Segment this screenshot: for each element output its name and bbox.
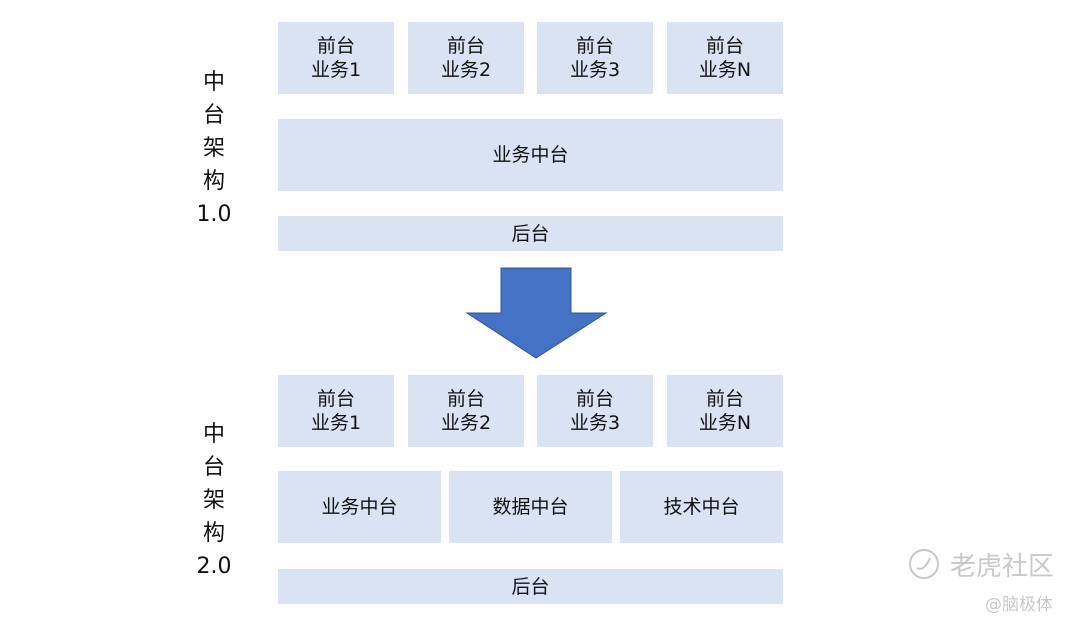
front-business-2: 前台业务2 xyxy=(408,375,524,447)
front-business-2: 前台业务2 xyxy=(408,22,524,94)
tech-middle-platform: 技术中台 xyxy=(620,471,783,543)
front-business-n: 前台业务N xyxy=(667,375,783,447)
front-business-1: 前台业务1 xyxy=(278,22,394,94)
label-char: 2.0 xyxy=(196,554,232,579)
label-char: 中 xyxy=(202,70,225,95)
architecture-2-label: 中 台 架 构 2.0 xyxy=(196,418,232,583)
architecture-1-label: 中 台 架 构 1.0 xyxy=(196,66,232,231)
label-char: 中 xyxy=(202,422,225,447)
backend: 后台 xyxy=(278,569,783,604)
business-middle-platform: 业务中台 xyxy=(278,471,441,543)
front-business-3: 前台业务3 xyxy=(537,22,653,94)
label-char: 台 xyxy=(202,455,225,480)
front-business-n: 前台业务N xyxy=(667,22,783,94)
label-char: 架 xyxy=(202,136,225,161)
label-char: 架 xyxy=(202,488,225,513)
label-char: 台 xyxy=(202,103,225,128)
watermark-brand: 老虎社区 xyxy=(950,552,1055,582)
business-middle-platform: 业务中台 xyxy=(278,119,783,191)
label-char: 构 xyxy=(202,169,225,194)
data-middle-platform: 数据中台 xyxy=(449,471,612,543)
label-char: 1.0 xyxy=(196,202,232,227)
label-char: 构 xyxy=(202,521,225,546)
front-business-3: 前台业务3 xyxy=(537,375,653,447)
backend: 后台 xyxy=(278,216,783,251)
watermark-author: @脑极体 xyxy=(985,595,1053,615)
front-business-1: 前台业务1 xyxy=(278,375,394,447)
tiger-logo-icon xyxy=(909,549,939,579)
